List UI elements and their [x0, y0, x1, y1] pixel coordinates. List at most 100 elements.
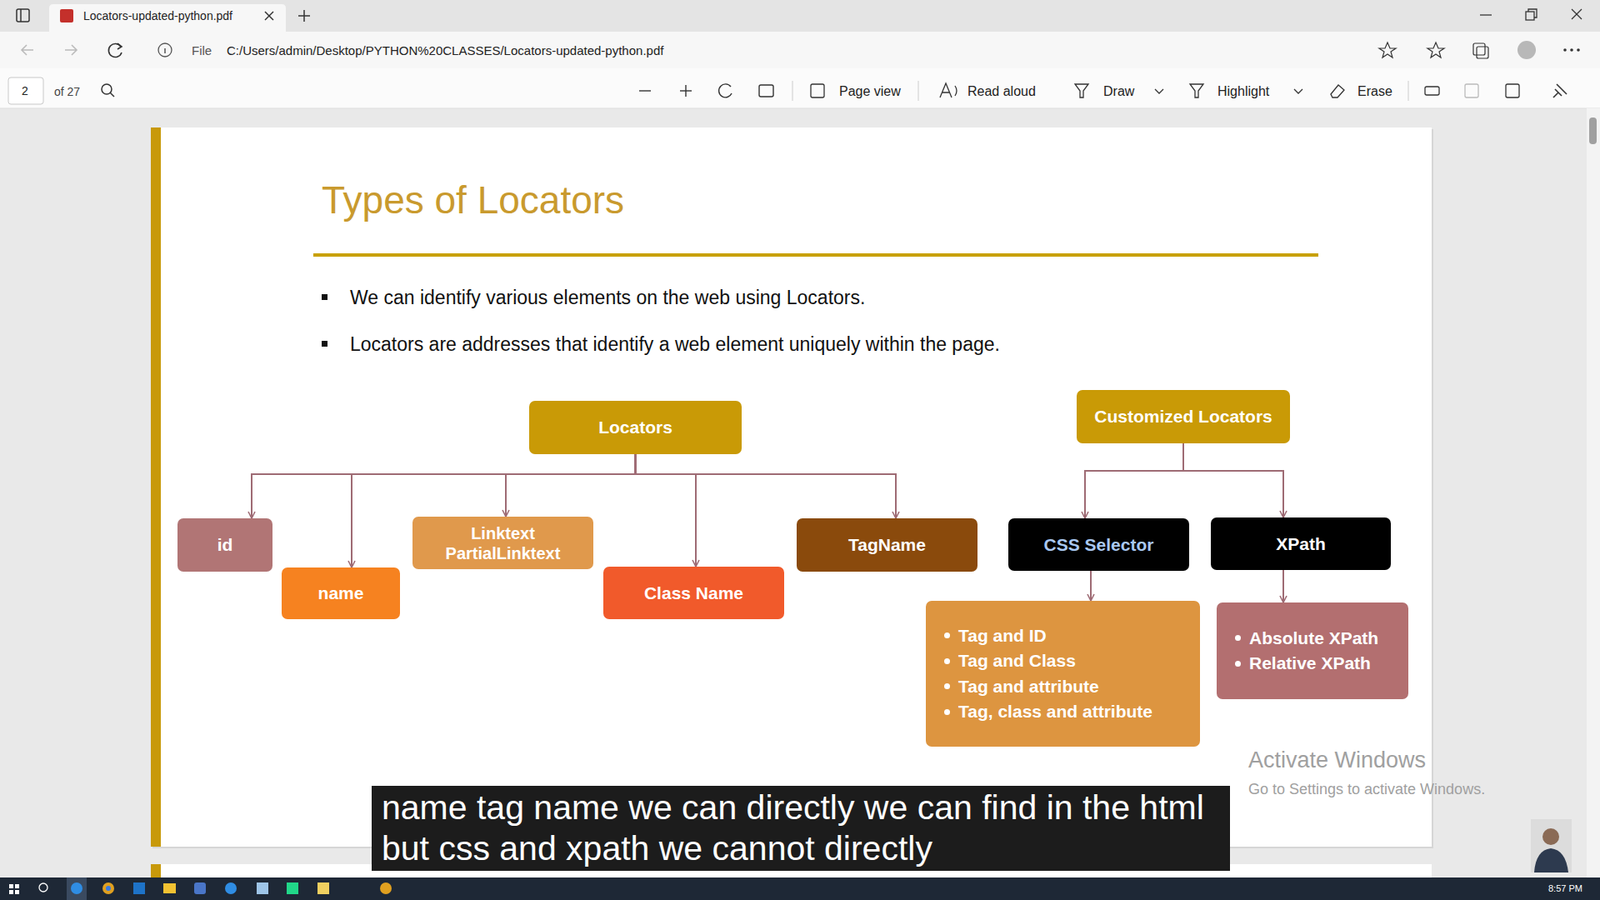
bullet-square [321, 294, 328, 300]
search-icon [110, 92, 115, 97]
webcam-person-body [1534, 848, 1569, 873]
collections-icon [1476, 46, 1489, 59]
read-aloud-icon [940, 83, 957, 98]
app-icon [256, 882, 269, 895]
menu-dot [1563, 48, 1567, 52]
list-item-text: Relative XPath [1249, 650, 1371, 676]
fit-page-icon [759, 85, 774, 97]
locator-box: XPath [1210, 517, 1391, 570]
tree-connector [1282, 570, 1285, 603]
bullet-dot [944, 632, 950, 639]
option-list-box: Tag and IDTag and ClassTag and attribute… [925, 600, 1200, 747]
box-label: TagName [848, 534, 926, 555]
text-row: Absolute XPath [1235, 625, 1379, 651]
refresh-button [117, 43, 122, 50]
profile-avatar [1517, 40, 1536, 60]
menu-dot [1570, 48, 1574, 52]
outlook-icon [133, 882, 145, 895]
url-scheme: File [191, 43, 212, 58]
sidebar-icon [16, 9, 30, 22]
clock: 8:57 PM [1548, 883, 1583, 895]
page-number-box [8, 77, 44, 105]
favorite-star [1379, 42, 1396, 58]
page-number: 2 [21, 84, 29, 98]
tab-strip [0, 0, 1600, 32]
pycharm-icon [286, 882, 299, 895]
zoom-in [685, 85, 686, 97]
webcam-person-head [1542, 828, 1560, 845]
text-row: Relative XPath [1235, 650, 1371, 676]
list-item-text: Absolute XPath [1249, 625, 1379, 651]
scrollbar-track [1586, 108, 1600, 878]
scrollbar-thumb [1589, 117, 1597, 145]
box-label: name [318, 582, 365, 604]
restore-button [1525, 11, 1535, 20]
locator-box: CSS Selector [1008, 518, 1190, 571]
toolbar-separator [918, 80, 920, 101]
tree-connector [1085, 443, 1184, 519]
zoom-out [639, 90, 651, 91]
address-bar [0, 31, 1600, 69]
list-item-text: Tag, class and attribute [958, 699, 1153, 725]
page-count: of 27 [54, 85, 80, 99]
close-button [1571, 9, 1582, 20]
box-label: Customized Locators [1094, 405, 1273, 427]
highlight-chevron [1294, 89, 1303, 94]
title-underline [313, 253, 1319, 257]
text-row: Tag and ID [944, 623, 1047, 649]
draw-chevron [1155, 89, 1164, 94]
forward-button [65, 45, 77, 55]
start-icon [9, 890, 14, 895]
toolbar-button-label: Erase [1357, 84, 1393, 100]
refresh-button [108, 44, 122, 58]
watermark: Go to Settings to activate Windows. [1248, 780, 1485, 799]
info-icon [164, 48, 166, 54]
box-label: PartialLinktext [445, 543, 561, 564]
box-label: Class Name [644, 582, 744, 604]
bullet-dot [944, 658, 950, 665]
option-list-box: Absolute XPathRelative XPath [1216, 602, 1409, 700]
chrome-icon [102, 882, 115, 895]
bullet-text: We can identify various elements on the … [350, 286, 865, 309]
text-row: Tag, class and attribute [944, 699, 1153, 725]
active-tab [49, 4, 286, 32]
watermark: Activate Windows [1248, 747, 1426, 774]
box-label: XPath [1275, 533, 1326, 555]
save-as-icon [1505, 84, 1520, 98]
edge-icon [225, 882, 237, 895]
tab-close [265, 11, 274, 20]
start-icon [15, 890, 20, 895]
tree-connector [1090, 570, 1092, 601]
bullet-dot [1235, 660, 1241, 667]
bullet-square [321, 340, 328, 347]
text-row: Linktext [470, 523, 535, 544]
tree-connector [251, 454, 636, 519]
taskbar-search [39, 883, 48, 892]
tree-connector [635, 454, 697, 567]
bullet-dot [944, 709, 950, 715]
text-row: id [217, 534, 234, 555]
slide-side-bar [150, 127, 161, 847]
tab-title: Locators-updated-python.pdf [83, 9, 233, 23]
info-icon [158, 43, 172, 57]
text-row: Locators [598, 416, 673, 438]
text-row: TagName [848, 534, 926, 555]
locator-box: TagName [796, 518, 978, 572]
toolbar-border [0, 108, 1600, 110]
text-row: PartialLinktext [445, 543, 561, 564]
minimize-button [1480, 14, 1492, 15]
highlight-icon [1190, 84, 1204, 98]
list-item-text: Tag and ID [958, 623, 1047, 649]
new-tab [303, 10, 305, 22]
chrome-icon [105, 885, 111, 891]
chrome-icon [380, 882, 392, 895]
tree-connector [1183, 443, 1284, 518]
locator-box: id [177, 518, 273, 572]
text-row: Tag and attribute [944, 674, 1100, 700]
close-button [1571, 9, 1582, 20]
webcam-thumbnail [1530, 819, 1572, 873]
draw-icon [1075, 84, 1089, 98]
locator-group-box: Locators [529, 400, 742, 455]
taskbar-active-app [66, 877, 87, 900]
